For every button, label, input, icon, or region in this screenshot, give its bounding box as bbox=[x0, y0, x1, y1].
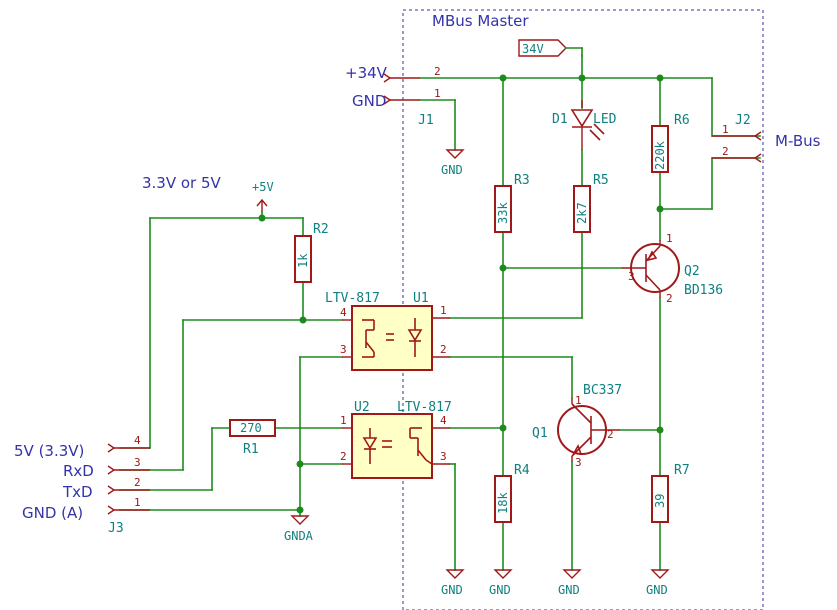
resistor-r2: 1k R2 bbox=[294, 222, 329, 283]
svg-text:34V: 34V bbox=[522, 42, 544, 56]
connector-j3: 4 3 2 1 J3 bbox=[107, 434, 150, 536]
svg-text:4: 4 bbox=[134, 434, 141, 447]
mbus-master-box bbox=[402, 9, 764, 610]
svg-text:1k: 1k bbox=[296, 253, 310, 268]
svg-text:R7: R7 bbox=[674, 463, 690, 478]
svg-text:220k: 220k bbox=[653, 140, 667, 170]
svg-text:R5: R5 bbox=[593, 173, 609, 188]
svg-text:2k7: 2k7 bbox=[575, 202, 589, 224]
svg-text:2: 2 bbox=[607, 428, 614, 441]
svg-text:BC337: BC337 bbox=[583, 383, 622, 398]
svg-text:GND: GND bbox=[441, 163, 463, 177]
svg-text:U1: U1 bbox=[413, 291, 429, 306]
supply-note: 3.3V or 5V bbox=[142, 174, 222, 192]
svg-text:4: 4 bbox=[440, 414, 447, 427]
flag-34v: 34V bbox=[518, 39, 583, 57]
resistor-r5: 2k7 R5 bbox=[573, 173, 609, 233]
led-d1: D1 LED bbox=[552, 100, 617, 150]
net-gnd-a: GND (A) bbox=[22, 504, 83, 522]
gnd-symbol-r4: GND bbox=[489, 569, 513, 597]
svg-text:33k: 33k bbox=[496, 202, 510, 224]
gnd-symbol-q1: GND bbox=[558, 569, 582, 597]
j3-ref: J3 bbox=[108, 521, 124, 536]
svg-text:18k: 18k bbox=[496, 492, 510, 514]
svg-text:1: 1 bbox=[340, 414, 347, 427]
svg-text:3: 3 bbox=[440, 450, 447, 463]
svg-text:2: 2 bbox=[134, 476, 141, 489]
transistor-q1: 1 2 3 Q1 BC337 bbox=[532, 383, 622, 469]
svg-text:LTV-817: LTV-817 bbox=[325, 291, 380, 306]
svg-text:R1: R1 bbox=[243, 442, 259, 457]
svg-text:1: 1 bbox=[575, 394, 582, 407]
optocoupler-u2: 1 2 4 3 U2 LTV-817 bbox=[340, 400, 452, 479]
svg-text:1: 1 bbox=[440, 304, 447, 317]
svg-text:1: 1 bbox=[134, 496, 141, 509]
svg-text:270: 270 bbox=[240, 421, 262, 435]
svg-text:GND: GND bbox=[558, 583, 580, 597]
svg-text:GNDA: GNDA bbox=[284, 529, 314, 543]
svg-text:R2: R2 bbox=[313, 222, 329, 237]
svg-text:2: 2 bbox=[440, 343, 447, 356]
resistor-r4: 18k R4 bbox=[494, 463, 530, 523]
gnda-symbol: GNDA bbox=[284, 515, 314, 543]
resistor-r6: 220k R6 bbox=[651, 113, 690, 173]
svg-text:BD136: BD136 bbox=[684, 283, 723, 298]
svg-text:1: 1 bbox=[722, 123, 729, 136]
svg-text:3: 3 bbox=[340, 343, 347, 356]
svg-text:GND: GND bbox=[489, 583, 511, 597]
connector-j1: 2 1 J1 bbox=[383, 65, 441, 128]
resistor-r3: 33k R3 bbox=[494, 173, 530, 233]
resistor-r1: 270 R1 bbox=[229, 419, 276, 457]
j1-ref: J1 bbox=[418, 113, 434, 128]
svg-text:R3: R3 bbox=[514, 173, 530, 188]
net-rxd: RxD bbox=[63, 462, 94, 480]
svg-text:Q1: Q1 bbox=[532, 426, 548, 441]
svg-text:D1: D1 bbox=[552, 112, 568, 127]
svg-text:U2: U2 bbox=[354, 400, 370, 415]
svg-text:4: 4 bbox=[340, 306, 347, 319]
resistor-r7: 39 R7 bbox=[651, 463, 690, 523]
gnd-symbol-u2: GND bbox=[441, 569, 465, 597]
svg-text:3: 3 bbox=[628, 270, 635, 283]
net-txd: TxD bbox=[62, 483, 93, 501]
gnd-symbol-j1: GND bbox=[441, 149, 465, 177]
svg-text:LTV-817: LTV-817 bbox=[397, 400, 452, 415]
j2-ref: J2 bbox=[735, 113, 751, 128]
connector-j2: 1 2 J2 bbox=[712, 113, 762, 163]
svg-text:Q2: Q2 bbox=[684, 264, 700, 279]
svg-text:R4: R4 bbox=[514, 463, 530, 478]
net-mbus: M-Bus bbox=[775, 132, 821, 150]
transistor-q2: 1 3 2 Q2 BD136 bbox=[622, 232, 723, 305]
net-gnd-input: GND bbox=[352, 92, 386, 110]
svg-text:2: 2 bbox=[340, 450, 347, 463]
gnd-symbol-r7: GND bbox=[646, 569, 670, 597]
net-5v-3v3: 5V (3.3V) bbox=[14, 442, 84, 460]
svg-text:R6: R6 bbox=[674, 113, 690, 128]
svg-text:39: 39 bbox=[653, 494, 667, 508]
svg-text:1: 1 bbox=[666, 232, 673, 245]
svg-text:3: 3 bbox=[134, 456, 141, 469]
svg-text:2: 2 bbox=[722, 145, 729, 158]
svg-text:2: 2 bbox=[666, 292, 673, 305]
junctions bbox=[258, 74, 664, 514]
svg-text:2: 2 bbox=[434, 65, 441, 78]
svg-text:GND: GND bbox=[441, 583, 463, 597]
svg-text:3: 3 bbox=[575, 456, 582, 469]
svg-text:1: 1 bbox=[434, 87, 441, 100]
mbus-master-title: MBus Master bbox=[432, 12, 529, 30]
optocoupler-u1: 4 3 1 2 LTV-817 U1 bbox=[325, 291, 450, 371]
net-plus34v: +34V bbox=[345, 64, 388, 82]
svg-text:+5V: +5V bbox=[252, 180, 274, 194]
power-5v: +5V bbox=[252, 180, 274, 212]
svg-text:GND: GND bbox=[646, 583, 668, 597]
svg-text:LED: LED bbox=[593, 112, 617, 127]
